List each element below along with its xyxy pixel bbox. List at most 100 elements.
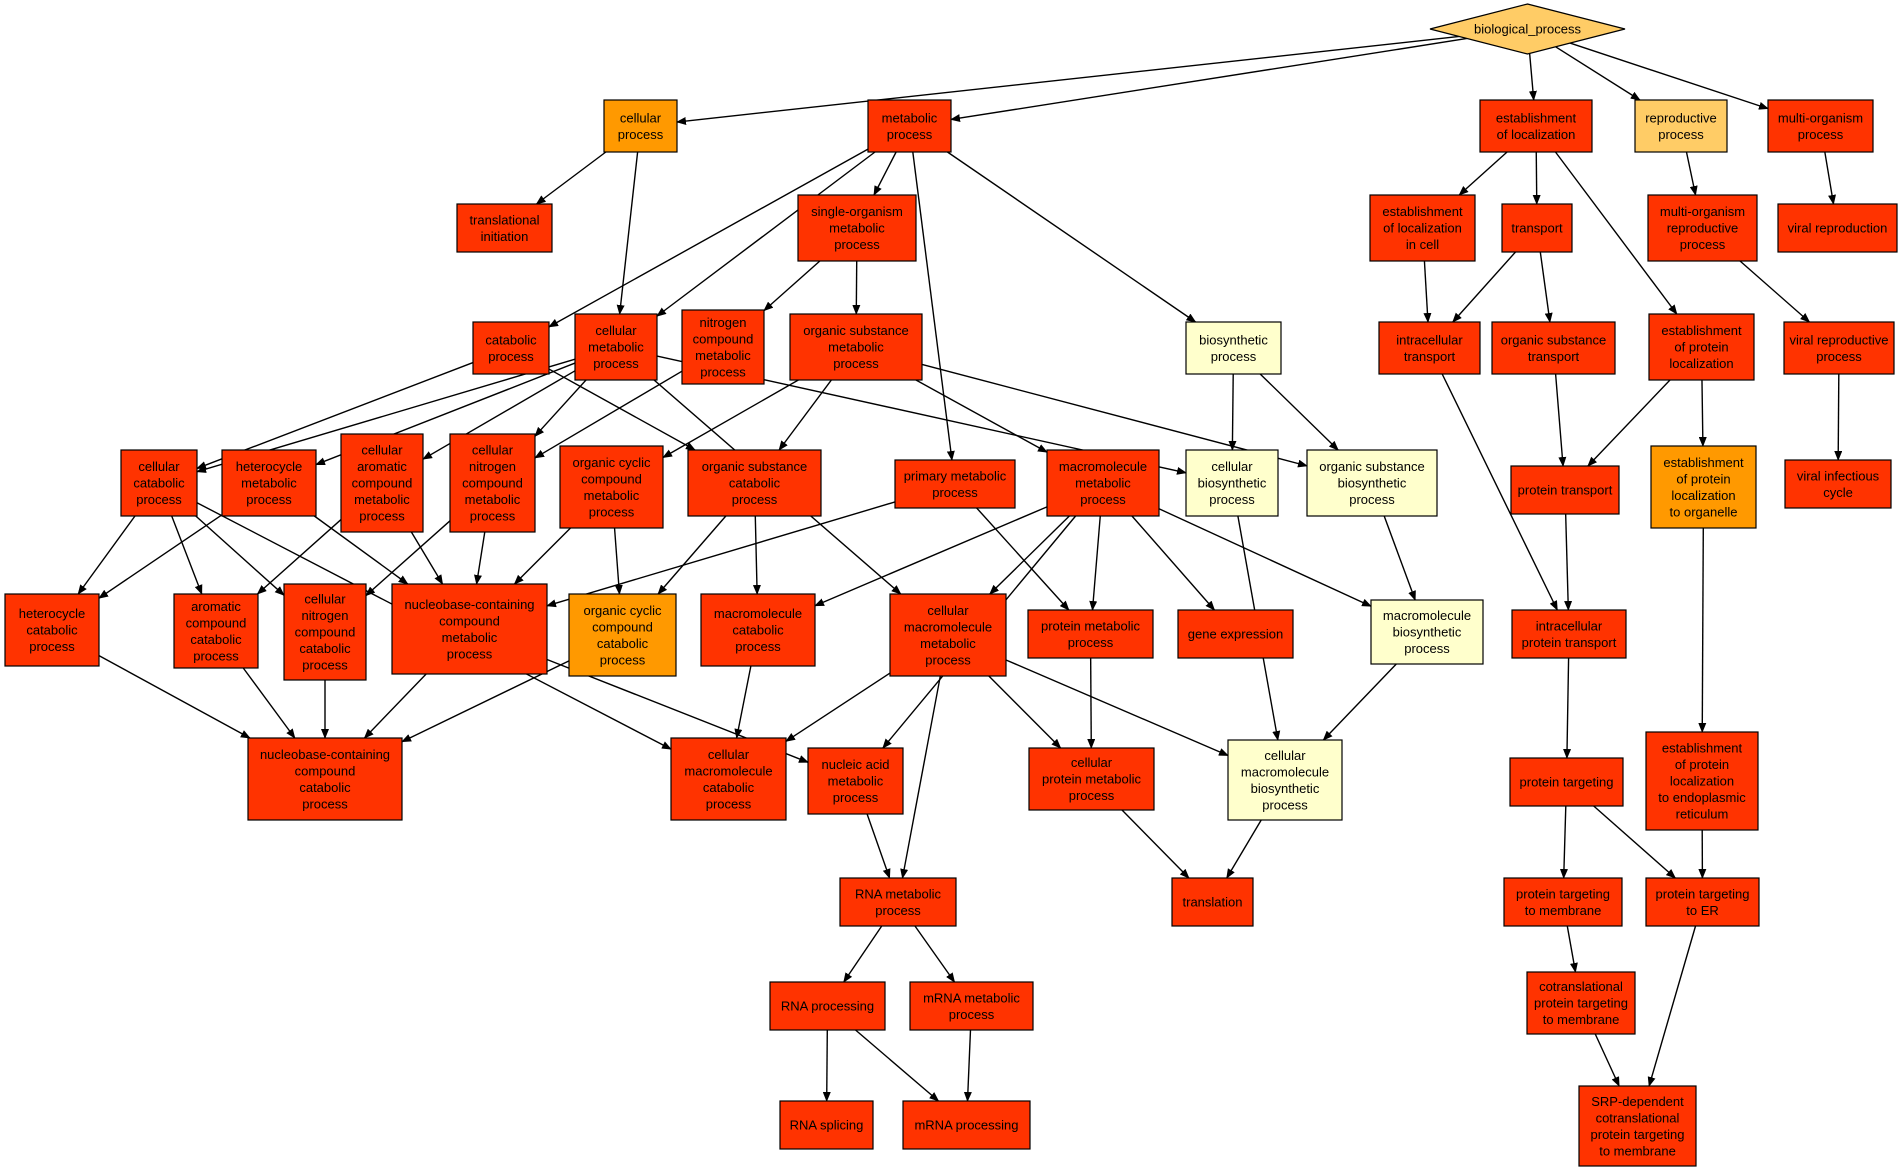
- node-mrp[interactable]: mRNA processing: [902, 1100, 1031, 1150]
- node-label-line: metabolic: [920, 636, 976, 651]
- node-box-shape: [769, 981, 886, 1031]
- node-label-line: nitrogen: [302, 608, 349, 623]
- node-box-shape: [1509, 757, 1624, 807]
- edge-bp-to-eol: [1528, 53, 1537, 101]
- edge-cncmp-to-nbcmp: [474, 531, 486, 585]
- node-rnap[interactable]: RNA processing: [769, 981, 886, 1031]
- node-pt[interactable]: protein transport: [1510, 465, 1620, 515]
- node-label-line: catabolic: [190, 632, 242, 647]
- node-label-line: heterocycle: [236, 459, 302, 474]
- edge-rnap-to-rs: [822, 1029, 831, 1102]
- node-label-line: process: [1816, 349, 1862, 364]
- edge-mbp-to-cmbp: [1322, 663, 1397, 741]
- node-vr[interactable]: viral reproduction: [1777, 203, 1898, 253]
- edge-rnap-to-mrp: [855, 1029, 940, 1102]
- node-label-line: process: [136, 492, 182, 507]
- node-rs[interactable]: RNA splicing: [779, 1100, 874, 1150]
- node-label-line: process: [1658, 127, 1704, 142]
- node-nbccp[interactable]: nucleobase-containingcompoundcatabolicpr…: [247, 737, 403, 821]
- node-ptg[interactable]: protein targeting: [1509, 757, 1624, 807]
- node-label-line: multi-organism: [1778, 110, 1863, 125]
- node-label-line: nucleobase-containing: [260, 747, 390, 762]
- edge-ptg-to-ptm: [1559, 805, 1568, 879]
- edge-hmp-to-hcp: [98, 514, 223, 599]
- node-box-shape: [1784, 459, 1892, 509]
- node-tr[interactable]: transport: [1501, 203, 1573, 253]
- node-label-line: to endoplasmic: [1658, 790, 1746, 805]
- node-label-line: process: [1404, 641, 1450, 656]
- node-label-line: macromolecule: [904, 619, 992, 634]
- node-label-line: nitrogen: [469, 459, 516, 474]
- node-tl[interactable]: translation: [1171, 877, 1254, 927]
- node-label-line: metabolic: [241, 476, 297, 491]
- node-label-line: process: [29, 639, 75, 654]
- node-box-shape: [1645, 877, 1760, 927]
- node-label-line: compound: [592, 619, 653, 634]
- node-label-line: RNA metabolic: [855, 886, 941, 901]
- node-label-line: catabolic: [732, 623, 784, 638]
- edge-mop-to-vr: [1824, 151, 1836, 205]
- node-label-line: aromatic: [357, 459, 407, 474]
- node-label-line: process: [833, 790, 879, 805]
- node-box-shape: [1526, 971, 1636, 1035]
- edge-pt-to-ipt: [1564, 513, 1573, 611]
- node-label-line: intracellular: [1536, 618, 1603, 633]
- node-label-line: viral infectious: [1797, 468, 1880, 483]
- node-nbcmp[interactable]: nucleobase-containingcompoundmetabolicpr…: [391, 583, 548, 675]
- edge-eol-to-epl: [1554, 151, 1678, 315]
- node-label-line: of protein: [1675, 757, 1729, 772]
- node-ge[interactable]: gene expression: [1177, 609, 1294, 659]
- node-bp[interactable]: biological_process: [1429, 3, 1626, 55]
